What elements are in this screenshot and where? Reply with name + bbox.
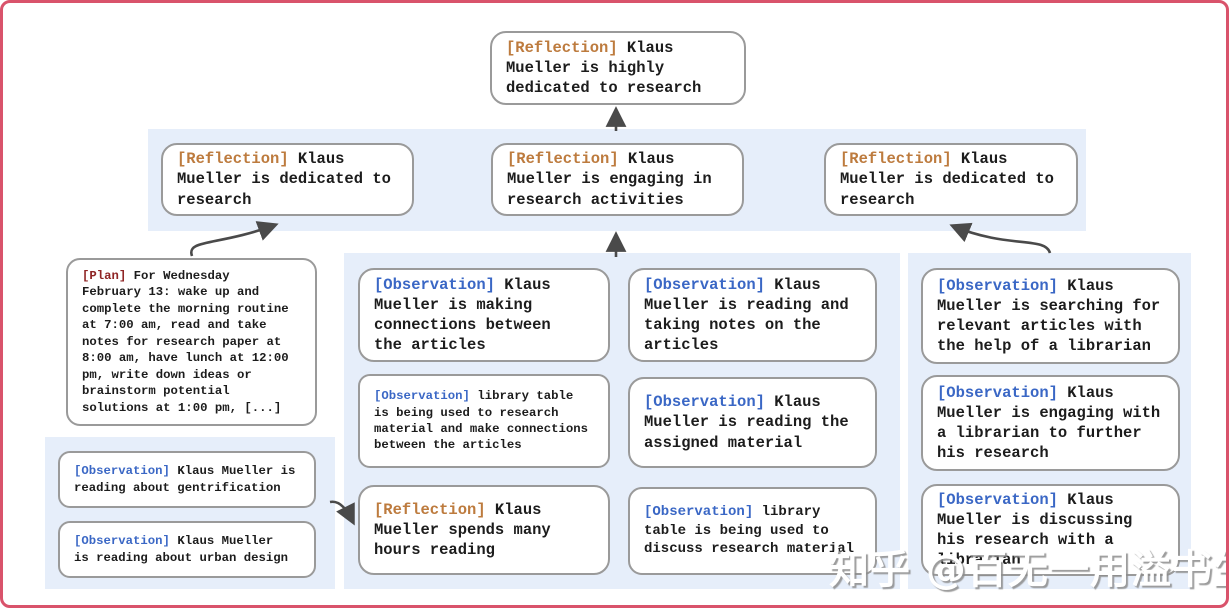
node-observation-assigned-material: [Observation] Klaus Mueller is reading t… bbox=[628, 377, 877, 468]
observation-tag: [Observation] bbox=[374, 275, 495, 294]
node-reflection-left: [Reflection] Klaus Mueller is dedicated … bbox=[161, 143, 414, 216]
node-text: Klaus Mueller is dedicated to research bbox=[177, 150, 391, 209]
node-plan: [Plan] For Wednesday February 13: wake u… bbox=[66, 258, 317, 426]
node-text: Klaus Mueller is discussing his research… bbox=[937, 490, 1133, 570]
node-observation-making-connections: [Observation] Klaus Mueller is making co… bbox=[358, 268, 610, 362]
node-text: Klaus Mueller is making connections betw… bbox=[374, 275, 551, 355]
node-observation-gentrification: [Observation] Klaus Mueller is reading a… bbox=[58, 451, 316, 508]
reflection-tag: [Reflection] bbox=[840, 150, 952, 169]
reflection-tag: [Reflection] bbox=[506, 38, 618, 57]
node-top-reflection: [Reflection] Klaus Mueller is highly ded… bbox=[490, 31, 746, 105]
node-observation-taking-notes: [Observation] Klaus Mueller is reading a… bbox=[628, 268, 877, 362]
node-text: Klaus Mueller is reading about gentrific… bbox=[74, 464, 296, 495]
node-text: library table is being used to research … bbox=[374, 389, 589, 453]
observation-tag: [Observation] bbox=[644, 504, 754, 521]
node-text: library table is being used to discuss r… bbox=[644, 504, 855, 558]
reflection-tag: [Reflection] bbox=[374, 500, 486, 519]
node-text: Klaus Mueller is reading about urban des… bbox=[74, 534, 289, 565]
node-observation-urban-design: [Observation] Klaus Mueller is reading a… bbox=[58, 521, 316, 578]
reflection-tag: [Reflection] bbox=[177, 150, 289, 169]
node-reflection-middle: [Reflection] Klaus Mueller is engaging i… bbox=[491, 143, 744, 216]
node-observation-library-table-discuss: [Observation] library table is being use… bbox=[628, 487, 877, 575]
node-observation-library-table-research: [Observation] library table is being use… bbox=[358, 374, 610, 468]
node-text: Klaus Mueller is dedicated to research bbox=[840, 150, 1054, 209]
node-observation-engaging-librarian: [Observation] Klaus Mueller is engaging … bbox=[921, 375, 1180, 471]
observation-tag: [Observation] bbox=[644, 393, 765, 412]
node-text: For Wednesday February 13: wake up and c… bbox=[82, 268, 289, 415]
zhihu-watermark: 知乎 @百无一用溢书生 bbox=[829, 547, 1229, 593]
observation-tag: [Observation] bbox=[937, 383, 1058, 402]
node-text: Klaus Mueller is reading and taking note… bbox=[644, 275, 849, 355]
observation-tag: [Observation] bbox=[74, 464, 170, 479]
node-text: Klaus Mueller is engaging in research ac… bbox=[507, 150, 712, 209]
node-text: Klaus Mueller is searching for relevant … bbox=[937, 276, 1161, 356]
observation-tag: [Observation] bbox=[937, 490, 1058, 509]
node-text: Klaus Mueller is engaging with a librari… bbox=[937, 383, 1161, 463]
observation-tag: [Observation] bbox=[374, 389, 470, 404]
observation-tag: [Observation] bbox=[74, 534, 170, 549]
node-text: Klaus Mueller spends many hours reading bbox=[374, 500, 551, 560]
node-text: Klaus Mueller is reading the assigned ma… bbox=[644, 393, 849, 452]
node-observation-searching-articles: [Observation] Klaus Mueller is searching… bbox=[921, 268, 1180, 364]
node-text: Klaus Mueller is highly dedicated to res… bbox=[506, 38, 702, 98]
node-observation-discussing-research: [Observation] Klaus Mueller is discussin… bbox=[921, 484, 1180, 576]
node-reflection-right: [Reflection] Klaus Mueller is dedicated … bbox=[824, 143, 1078, 216]
observation-tag: [Observation] bbox=[937, 276, 1058, 295]
observation-tag: [Observation] bbox=[644, 275, 765, 294]
node-reflection-hours-reading: [Reflection] Klaus Mueller spends many h… bbox=[358, 485, 610, 575]
reflection-tag: [Reflection] bbox=[507, 150, 619, 169]
plan-tag: [Plan] bbox=[82, 268, 127, 283]
